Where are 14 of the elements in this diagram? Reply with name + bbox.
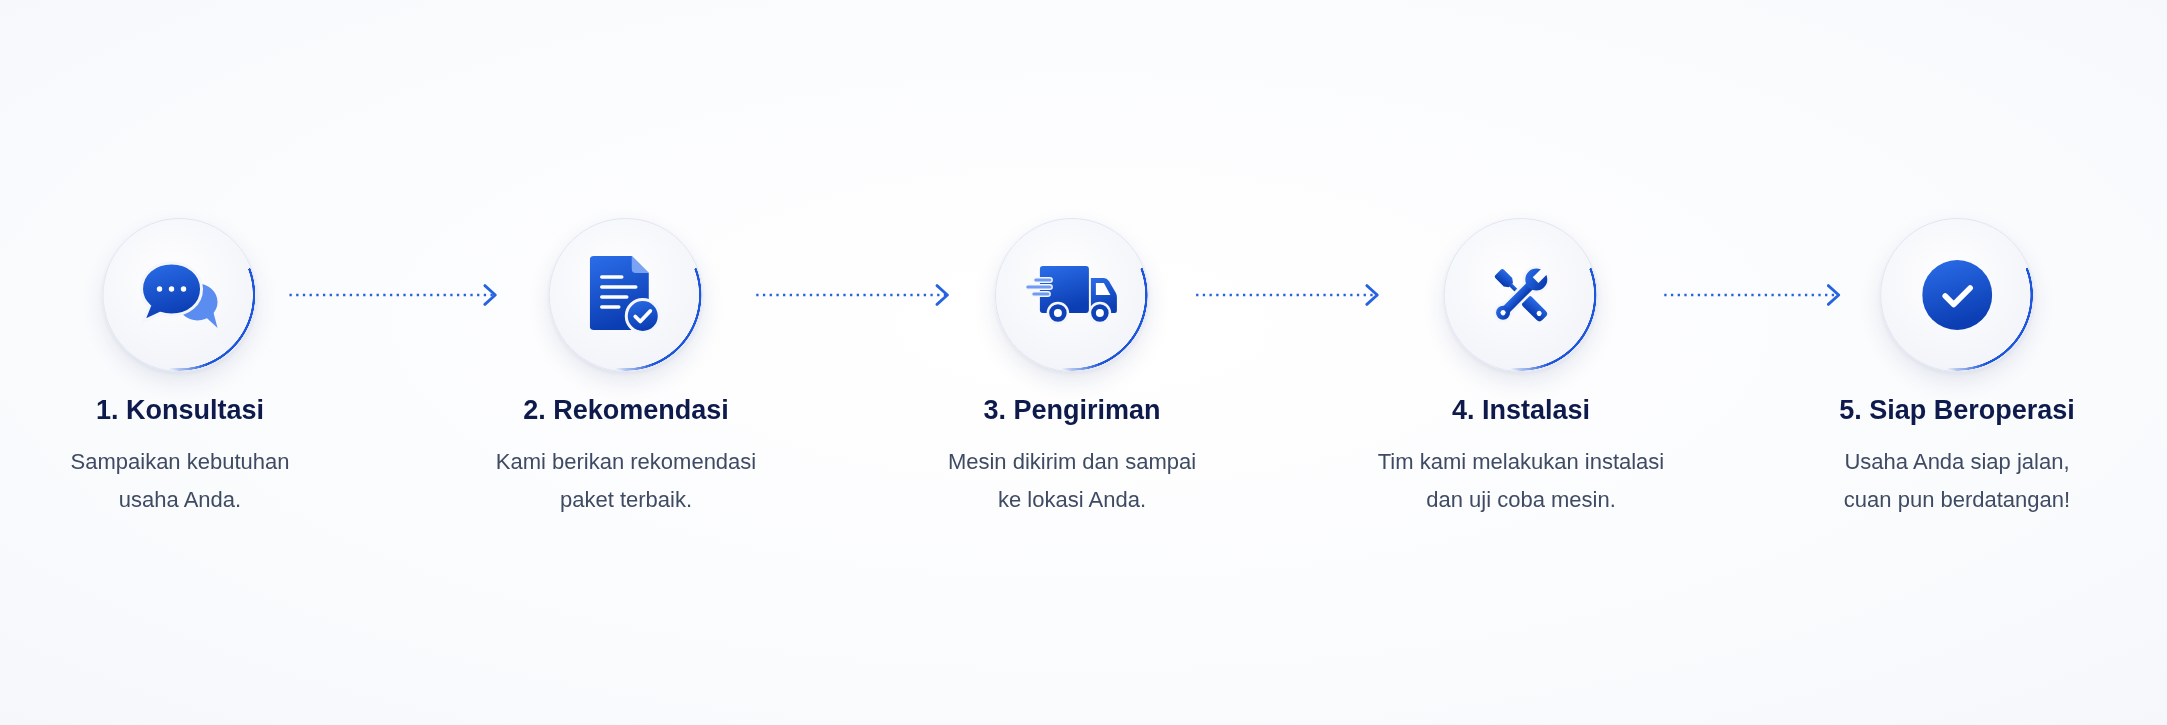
step-description: Mesin dikirim dan sampai ke lokasi Anda.	[947, 448, 1197, 514]
step-title: 5. Siap Beroperasi	[1839, 394, 2075, 426]
step-description: Tim kami melakukan instalasi dan uji coba mesin.	[1377, 448, 1665, 514]
step-description: Kami berikan rekomendasi paket terbaik.	[495, 448, 757, 514]
step-title: 4. Instalasi	[1451, 394, 1591, 426]
step-title: 3. Pengiriman	[983, 394, 1161, 426]
dotted-arrow	[1196, 284, 1379, 306]
dotted-arrow	[289, 284, 497, 306]
dotted-arrow	[1664, 284, 1841, 306]
step-title: 1. Konsultasi	[95, 394, 264, 426]
dotted-arrow	[756, 284, 949, 306]
step-description: Usaha Anda siap jalan, cuan pun berdatangan!	[1843, 448, 2071, 514]
step-title: 2. Rekomendasi	[523, 394, 729, 426]
step-description: Sampaikan kebutuhan usaha Anda.	[70, 448, 290, 514]
